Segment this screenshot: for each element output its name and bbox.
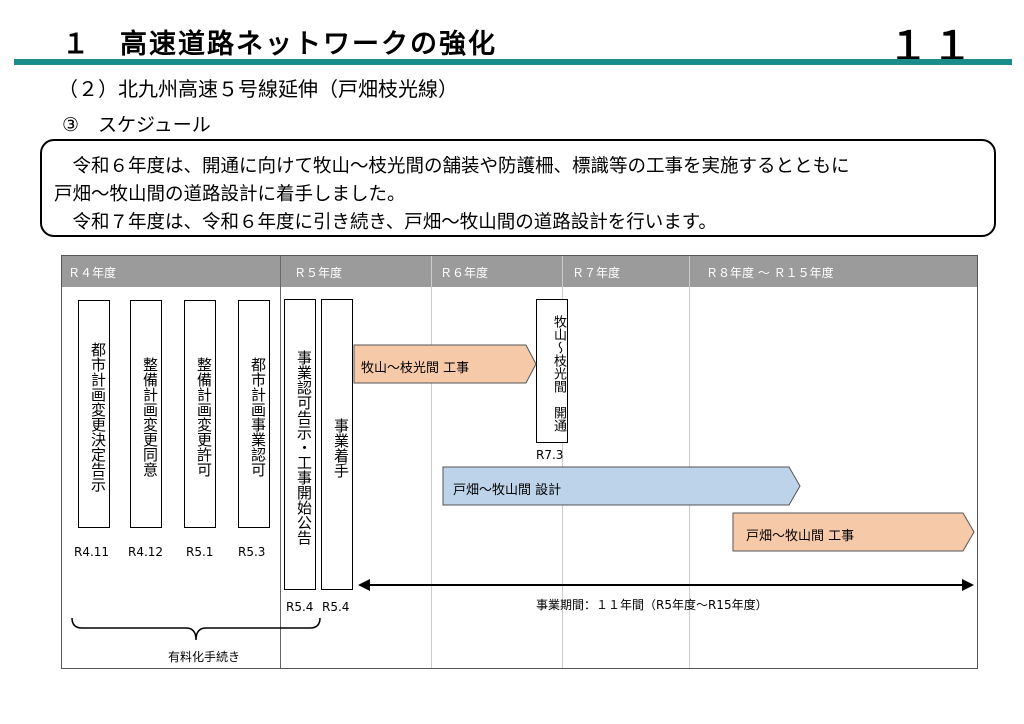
bar-shape — [442, 466, 801, 506]
column-label: Ｒ６年度 — [440, 266, 489, 280]
milestone-box: 都市計画変更決定告示 — [78, 300, 110, 528]
description-line: 令和６年度は、開通に向けて牧山～枝光間の舗装や防護柵、標識等の工事を実施するとと… — [54, 156, 850, 177]
column-divider — [689, 256, 690, 668]
project-period-label: 事業期間：１１年間（R5年度～R15年度） — [536, 598, 768, 612]
milestone-date: R5.1 — [186, 545, 214, 559]
description-box: 令和６年度は、開通に向けて牧山～枝光間の舗装や防護柵、標識等の工事を実施するとと… — [40, 139, 996, 237]
bracket — [71, 617, 321, 641]
bar-label: 戸畑～牧山間 工事 — [746, 529, 855, 544]
column-label: Ｒ４年度 — [68, 266, 117, 280]
bar-construction-makiyama-edamitsu — [353, 344, 537, 384]
milestone-date: R4.12 — [128, 545, 164, 559]
description-line: 戸畑～牧山間の道路設計に着手しました。 — [54, 184, 406, 205]
milestone-date: R5.3 — [238, 545, 266, 559]
milestone-date: R5.4 — [286, 600, 314, 614]
project-period-arrow — [358, 579, 974, 591]
bar-construction-tobata-makiyama — [732, 512, 975, 552]
page-title: １ 高速道路ネットワークの強化 — [62, 29, 497, 60]
milestone-date: R5.4 — [322, 600, 350, 614]
bar-label: 戸畑～牧山間 設計 — [453, 483, 562, 498]
subsection-heading: ③ スケジュール — [62, 114, 211, 136]
milestone-box: 都市計画事業認可 — [238, 300, 270, 528]
column-label: Ｒ５年度 — [294, 266, 343, 280]
schedule-timeline: Ｒ４年度 Ｒ５年度 Ｒ６年度 Ｒ７年度 Ｒ８年度 ～ Ｒ１５年度 都市計画変更決… — [61, 255, 978, 669]
bar-shape — [732, 512, 975, 552]
column-label: Ｒ８年度 ～ Ｒ１５年度 — [706, 266, 834, 280]
milestone-date: R4.11 — [74, 545, 110, 559]
column-divider — [431, 256, 432, 668]
section-subtitle: （２）北九州高速５号線延伸（戸畑枝光線） — [58, 77, 458, 101]
milestone-date: R7.3 — [536, 448, 564, 462]
bar-label: 牧山～枝光間 工事 — [361, 361, 470, 376]
milestone-box: 整備計画変更同意 — [130, 300, 162, 528]
column-divider — [562, 256, 563, 668]
timeline-header: Ｒ４年度 Ｒ５年度 Ｒ６年度 Ｒ７年度 Ｒ８年度 ～ Ｒ１５年度 — [62, 256, 977, 287]
column-divider — [280, 256, 281, 668]
column-label: Ｒ７年度 — [572, 266, 621, 280]
description-line: 令和７年度は、令和６年度に引き続き、戸畑～牧山間の道路設計を行います。 — [54, 212, 717, 233]
milestone-box: 事業着手 — [321, 299, 353, 590]
bracket-label: 有料化手続き — [168, 650, 241, 664]
milestone-box: 整備計画変更許可 — [184, 300, 216, 528]
bar-shape — [353, 344, 537, 384]
milestone-box: 牧山～枝光間 開通 — [536, 299, 568, 443]
milestone-box: 事業認可告示・工事開始公告 — [284, 299, 316, 590]
bar-design-tobata-makiyama — [442, 466, 801, 506]
title-rule — [14, 59, 1012, 65]
